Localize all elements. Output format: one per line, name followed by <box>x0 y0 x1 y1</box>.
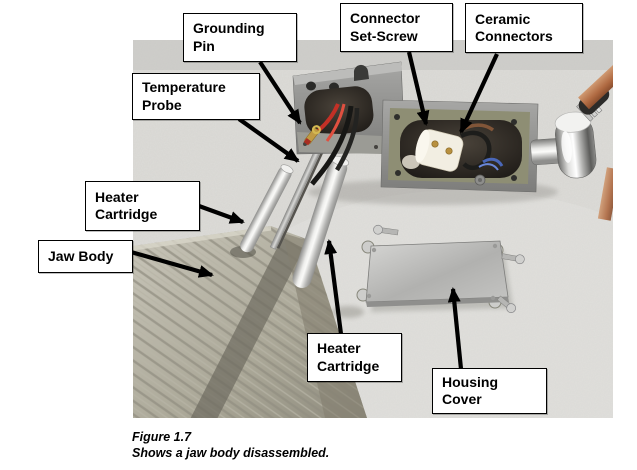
label-ceramic-connectors: Ceramic Connectors <box>465 3 583 53</box>
power-cable <box>578 60 613 110</box>
label-housing-cover: Housing Cover <box>432 368 547 414</box>
ceramic-connector <box>415 129 464 172</box>
connector-set-screw-2 <box>445 147 453 155</box>
figure-caption: Figure 1.7 Shows a jaw body disassembled… <box>132 430 329 461</box>
label-heater-cartridge-upper: Heater Cartridge <box>85 181 200 231</box>
cover-screw-3 <box>496 295 516 313</box>
blue-wire <box>482 157 504 167</box>
label-grounding-pin: Grounding Pin <box>183 13 297 62</box>
connector-set-screw <box>431 140 439 148</box>
label-heater-cartridge-lower: Heater Cartridge <box>307 333 402 382</box>
label-connector-set-screw: Connector Set-Screw <box>340 3 453 52</box>
heater-cartridge-left <box>240 164 294 253</box>
label-jaw-body: Jaw Body <box>38 240 133 273</box>
cover-screw-2 <box>501 253 525 265</box>
jaw-body-disassembled-photo <box>133 40 613 418</box>
elbow-fitting <box>554 111 597 179</box>
figure-caption-text: Shows a jaw body disassembled. <box>132 445 330 460</box>
figure-caption-title: Figure 1.7 <box>132 430 192 444</box>
cover-screw-1 <box>373 224 399 236</box>
cable-fitting <box>530 60 613 221</box>
connection-housing <box>380 99 539 193</box>
black-wire-loop <box>459 130 492 171</box>
housing-cover <box>356 224 525 313</box>
grounding-pin <box>303 125 321 146</box>
label-temperature-probe: Temperature Probe <box>132 73 260 120</box>
